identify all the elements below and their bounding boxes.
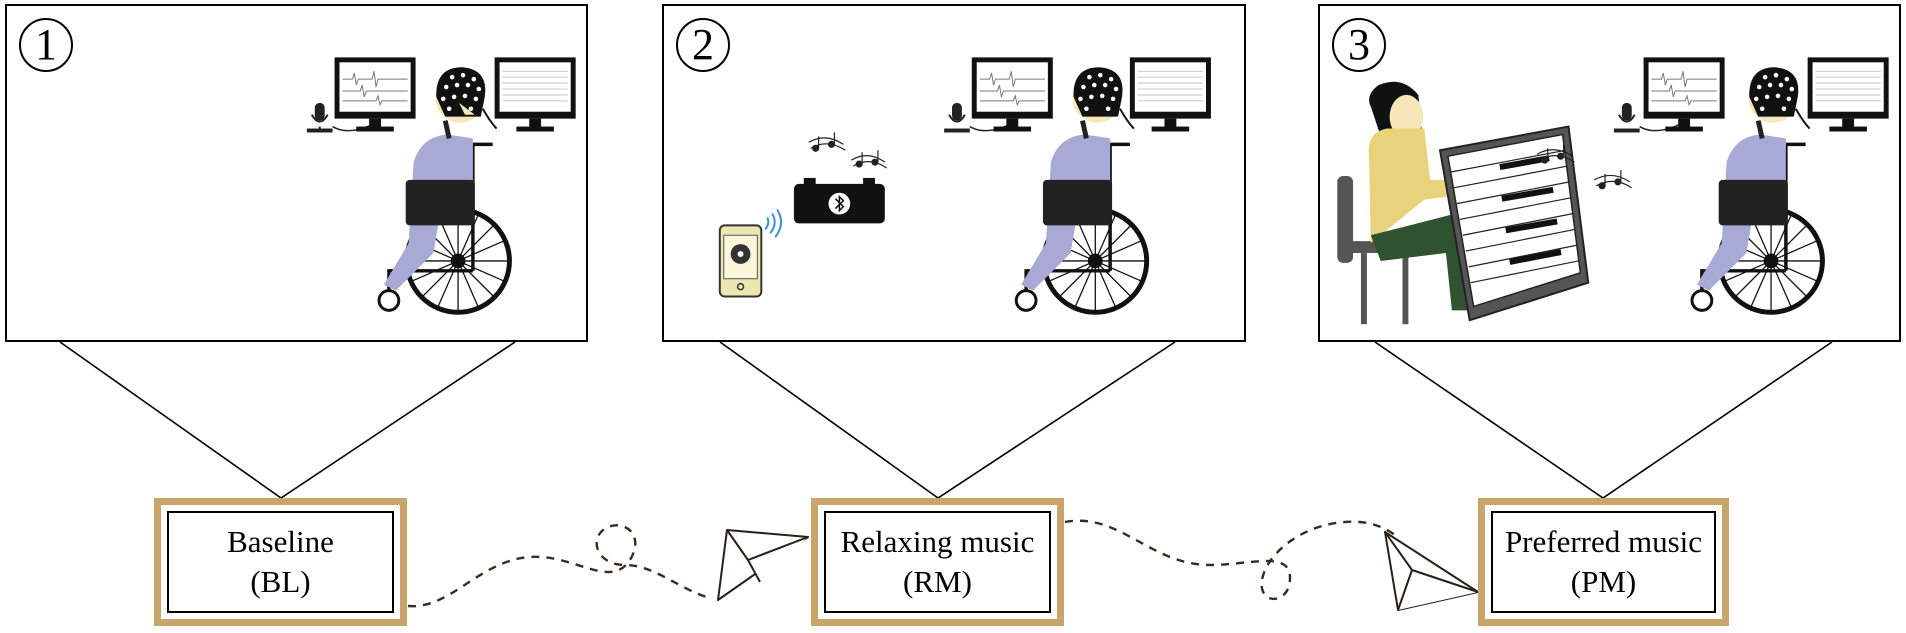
panel-baseline: 1 <box>5 4 588 342</box>
paper-plane-icon <box>717 529 809 601</box>
piano-icon <box>1438 125 1590 322</box>
music-notes-icon <box>808 132 888 169</box>
microphone-icon <box>944 102 970 133</box>
dashed-flight-path <box>407 524 711 608</box>
patient-figure <box>1696 67 1811 291</box>
eeg-monitor-icon <box>1807 57 1889 132</box>
step-number-1: 1 <box>19 18 73 72</box>
smartphone-icon <box>718 224 763 298</box>
eeg-monitor-icon <box>494 57 576 132</box>
bluetooth-speaker-icon <box>793 177 885 224</box>
bluetooth-waves-icon <box>764 209 783 238</box>
stage-box-baseline: Baseline (BL) <box>154 498 407 626</box>
dashed-flight-path <box>1064 519 1396 601</box>
preferred-music-scene <box>1337 57 1889 325</box>
connector-panel-3 <box>1374 341 1833 499</box>
connector-panel-1 <box>59 341 516 499</box>
stage-box-preferred-music: Preferred music (PM) <box>1478 498 1729 626</box>
step-number-2: 2 <box>676 18 730 72</box>
patient-figure <box>1021 67 1135 291</box>
eeg-monitor-icon <box>1129 57 1211 132</box>
paper-plane-icon <box>1384 531 1479 611</box>
stage-label: Baseline <box>227 524 334 559</box>
pianist-figure <box>1368 81 1472 311</box>
step-number-3: 3 <box>1332 18 1386 72</box>
patient-figure <box>383 67 498 291</box>
eeg-monitor-icon <box>971 57 1053 132</box>
eeg-monitor-icon <box>1643 57 1725 132</box>
panel-relaxing-music: 2 <box>662 4 1246 342</box>
relaxing-music-scene <box>718 57 1211 315</box>
connector-panel-2 <box>719 341 1176 499</box>
stage-label: Preferred music <box>1504 524 1703 559</box>
stage-code: (PM) <box>1570 564 1637 599</box>
stage-box-relaxing-music: Relaxing music (RM) <box>811 498 1064 626</box>
microphone-icon <box>1613 102 1640 133</box>
stage-code: (RM) <box>903 564 972 599</box>
baseline-scene <box>306 57 576 315</box>
eeg-monitor-icon <box>334 57 416 132</box>
music-notes-icon <box>1536 144 1633 190</box>
microphone-icon <box>306 102 333 133</box>
stage-label: Relaxing music <box>840 524 1035 559</box>
stage-code: (BL) <box>250 564 311 599</box>
panel-preferred-music: 3 <box>1318 4 1901 342</box>
